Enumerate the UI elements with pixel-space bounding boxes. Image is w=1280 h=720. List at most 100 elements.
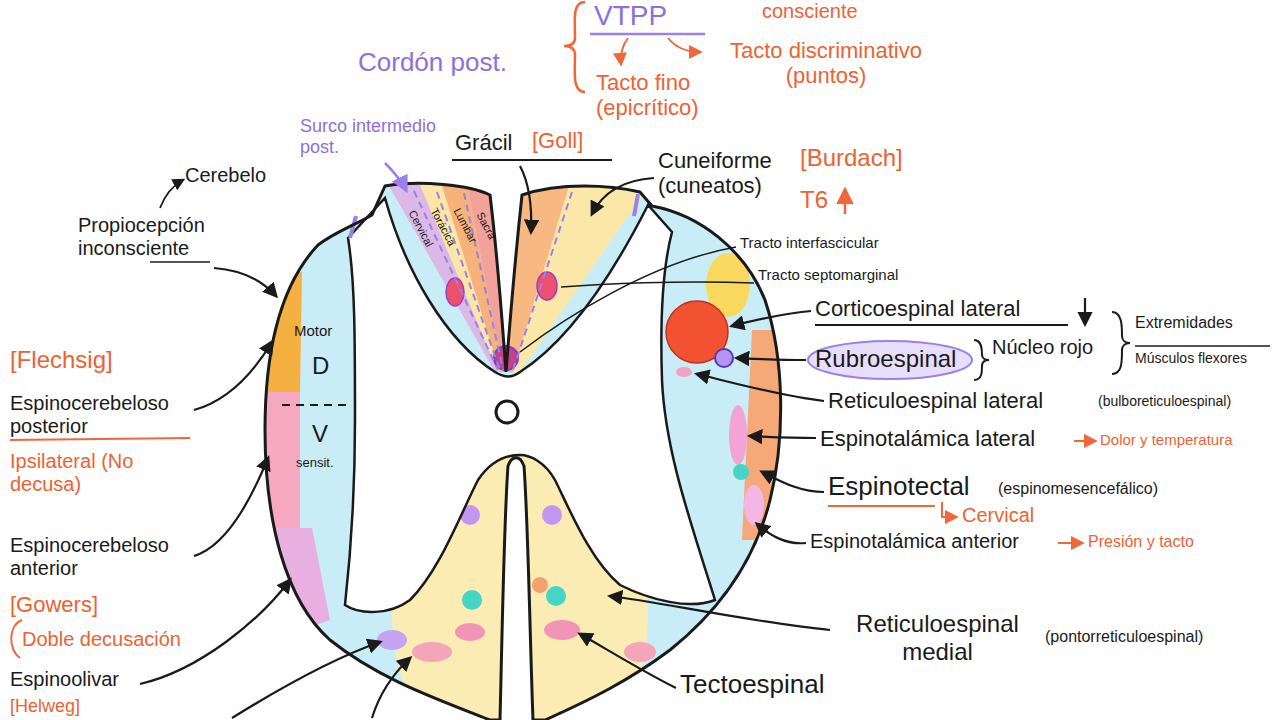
tract-label: Cuneiforme (cuneatos) bbox=[658, 148, 798, 199]
tract-label: Tacto discriminativo (puntos) bbox=[706, 38, 946, 89]
tract-label: Tracto interfascicular bbox=[740, 234, 879, 251]
bracket-arrow bbox=[621, 38, 628, 64]
tract-label: Extremidades bbox=[1135, 314, 1233, 332]
pink-tract bbox=[412, 642, 452, 662]
rubrospinal-circle bbox=[715, 349, 733, 367]
central-canal bbox=[496, 401, 518, 423]
tract-label: VTPP bbox=[594, 0, 667, 32]
sacral-stripe bbox=[464, 170, 506, 372]
teal-dot bbox=[462, 590, 482, 610]
tract-colors bbox=[255, 170, 800, 720]
leader-line bbox=[732, 311, 811, 326]
leader-line bbox=[697, 374, 824, 401]
tract-label: Corticoespinal lateral bbox=[815, 296, 1020, 321]
leader-line bbox=[592, 178, 654, 214]
tract-label: [Burdach] bbox=[800, 144, 903, 172]
tract-label: V bbox=[312, 420, 328, 448]
tract-label: (pontorreticuloespinal) bbox=[1045, 628, 1203, 646]
tract-label: Propiocepción inconsciente bbox=[78, 214, 233, 260]
tract-label: Doble decusación bbox=[22, 628, 181, 651]
tract-label: Espinoolivar bbox=[10, 668, 119, 691]
tract-label: Cervical bbox=[962, 504, 1034, 527]
leader-line bbox=[194, 342, 272, 410]
tract-label: Músculos flexores bbox=[1135, 350, 1247, 366]
t6-arrow bbox=[844, 190, 847, 214]
leader-line bbox=[561, 282, 754, 287]
divider-line bbox=[437, 192, 500, 370]
tract-label: Tectoespinal bbox=[680, 670, 825, 700]
tract-label: Espinocerebeloso posterior bbox=[10, 392, 195, 438]
orange-underline bbox=[828, 505, 935, 507]
tract-label: [Helweg] bbox=[10, 696, 80, 717]
orange-arrow bbox=[1074, 440, 1095, 442]
curly-bracket bbox=[974, 340, 989, 380]
tract-label: Espinotectal bbox=[828, 472, 970, 502]
tract-label: Ipsilateral (No decusa) bbox=[10, 450, 175, 496]
cord-outline bbox=[265, 183, 781, 720]
leader-line bbox=[580, 634, 676, 688]
tract-label: (bulboreticuloespinal) bbox=[1098, 393, 1231, 409]
teal-dot bbox=[733, 464, 749, 480]
gowers-band bbox=[255, 392, 300, 528]
gray-matter bbox=[345, 198, 715, 612]
tract-label: D bbox=[312, 352, 329, 380]
tract-label: Cerebelo bbox=[185, 164, 266, 187]
motor-sensory-divider bbox=[282, 404, 352, 406]
pink-tract bbox=[544, 620, 580, 640]
orange-arrow bbox=[1058, 542, 1082, 544]
leader-line bbox=[520, 166, 531, 232]
cerebelo-arrow bbox=[160, 180, 183, 208]
tract-label: consciente bbox=[762, 0, 858, 23]
leader-line bbox=[610, 596, 830, 630]
orange-dot bbox=[532, 577, 548, 593]
vtpp-underline bbox=[590, 33, 705, 36]
purple-dot bbox=[542, 505, 562, 525]
underline bbox=[1135, 345, 1270, 347]
tract-label: sensit. bbox=[296, 456, 334, 471]
rubro-highlight bbox=[808, 341, 972, 379]
tract-label: Presión y tacto bbox=[1088, 533, 1194, 551]
tract-label: [Flechsig] bbox=[10, 346, 113, 374]
pink-tract bbox=[744, 485, 764, 525]
tract-label: Motor bbox=[294, 322, 332, 339]
sulcus-tick bbox=[634, 194, 638, 216]
tract-label: Espinotalámica anterior bbox=[810, 530, 1019, 553]
tract-label: Cordón post. bbox=[358, 48, 507, 78]
divider-line bbox=[464, 193, 503, 370]
leader-line bbox=[737, 358, 806, 360]
divider-line bbox=[513, 192, 572, 370]
underline bbox=[150, 261, 210, 263]
tract-label: [Gowers] bbox=[10, 592, 98, 617]
underline bbox=[815, 324, 1068, 326]
divider-line bbox=[414, 191, 498, 370]
tract-label: Espinocerebeloso anterior bbox=[10, 534, 195, 580]
leader-line bbox=[762, 472, 824, 492]
orange-arrow bbox=[942, 502, 956, 517]
pink-tract bbox=[455, 623, 485, 641]
leader-line bbox=[520, 247, 736, 352]
curly-bracket bbox=[1112, 312, 1130, 374]
leader-line bbox=[194, 458, 268, 556]
tract-label: Tacto fino (epicrítico) bbox=[596, 70, 796, 121]
tract-label: (espinomesencefálico) bbox=[998, 480, 1158, 498]
tract-label: Núcleo rojo bbox=[992, 336, 1093, 359]
tract-label: Tracto septomarginal bbox=[758, 266, 898, 283]
tract-label: [Goll] bbox=[532, 128, 583, 153]
lavender-tract bbox=[377, 630, 407, 650]
tract-label: Grácil bbox=[455, 130, 512, 155]
tract-label: Surco intermedio post. bbox=[300, 116, 465, 157]
leader-line bbox=[214, 268, 276, 296]
gracil-underline bbox=[452, 159, 612, 161]
tract-label: T6 bbox=[800, 186, 828, 214]
leader-line bbox=[232, 642, 380, 718]
pink-tract bbox=[624, 642, 656, 662]
leader-line bbox=[372, 658, 410, 718]
teal-dot bbox=[546, 586, 566, 606]
down-arrow bbox=[1084, 298, 1086, 324]
pink-tract bbox=[676, 367, 692, 377]
tract-label: Reticuloespinal medial bbox=[835, 610, 1040, 665]
tract-label: Espinotalámica lateral bbox=[820, 426, 1035, 451]
leader-line bbox=[750, 436, 816, 438]
leader-line bbox=[757, 524, 806, 543]
